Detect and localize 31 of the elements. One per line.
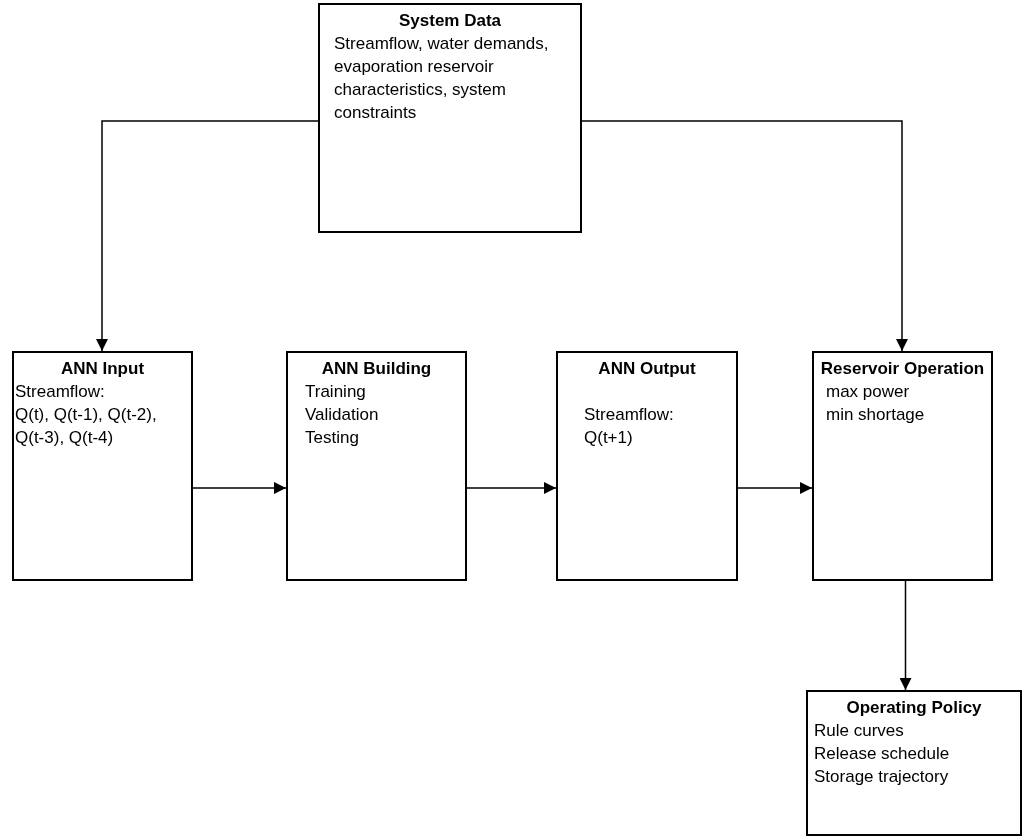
process-box: [286, 351, 467, 581]
process-box: [318, 3, 582, 233]
process-box: [812, 351, 993, 581]
box-title: ANN Input: [59, 358, 146, 380]
box-title: Operating Policy: [845, 697, 983, 719]
arrow: [192, 482, 287, 494]
box-text: min shortage: [826, 404, 926, 426]
box-title: ANN Output: [597, 358, 697, 380]
box-title: Reservoir Operation: [819, 358, 986, 380]
arrow: [899, 580, 912, 691]
box-text: Release schedule: [814, 743, 951, 765]
box-text: Storage trajectory: [814, 766, 950, 788]
box-text: Testing: [305, 427, 360, 449]
process-box: [806, 690, 1022, 836]
box-text: Streamflow:: [15, 381, 106, 403]
box-text: Rule curves: [814, 720, 905, 742]
box-text: Streamflow:: [584, 404, 675, 426]
arrow: [96, 120, 319, 352]
box-title: ANN Building: [320, 358, 433, 380]
box-text: Q(t), Q(t-1), Q(t-2), Q(t-3), Q(t-4): [15, 404, 158, 449]
arrow: [581, 120, 908, 352]
box-text: max power: [826, 381, 911, 403]
box-text: Validation: [305, 404, 380, 426]
box-text: Streamflow, water demands, evaporation reservoir characteristics, system constraints: [334, 33, 550, 124]
arrow: [737, 482, 813, 494]
box-title: System Data: [397, 10, 503, 32]
arrow: [466, 482, 557, 494]
process-box: [556, 351, 738, 581]
box-text: Q(t+1): [584, 427, 634, 449]
process-box: [12, 351, 193, 581]
box-text: Training: [305, 381, 367, 403]
